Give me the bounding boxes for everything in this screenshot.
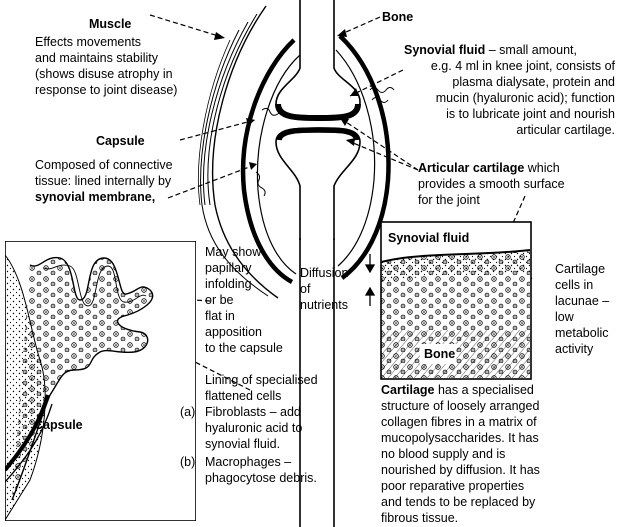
cartilage-desc-5: nourished by diffusion. It has	[381, 463, 540, 477]
fibroblasts-marker: (a)	[180, 405, 196, 419]
capsule-bottom-label: Capsule	[34, 418, 83, 432]
fibroblasts-3: synovial fluid.	[205, 437, 281, 451]
cartilage-title: Cartilage	[381, 383, 435, 397]
papillary-desc-6: apposition	[205, 325, 262, 339]
muscle-desc-4: response to joint disease)	[35, 83, 178, 97]
articular-cartilage-title: Articular cartilage	[418, 161, 525, 175]
diffusion-label-2: of	[300, 282, 311, 296]
cartilage-heading: Cartilage has a specialised	[381, 383, 534, 398]
articular-cartilage-desc-2: for the joint	[418, 193, 480, 207]
muscle-desc-3: (shows disuse atrophy in	[35, 67, 173, 81]
articular-cartilage-desc-1: provides a smooth surface	[418, 177, 565, 191]
cartilage-cells-4: low	[555, 310, 574, 324]
papillary-desc-1: May show	[205, 245, 262, 259]
cartilage-desc-3: mucopolysaccharides. It has	[381, 431, 539, 445]
macrophages-1: Macrophages –	[205, 455, 292, 469]
synovial-membrane-label: synovial membrane,	[35, 190, 156, 204]
synovial-fluid-desc-1: e.g. 4 ml in knee joint, consists of	[430, 59, 615, 73]
cartilage-desc-first: has a specialised	[434, 383, 534, 397]
inset-synovial-fluid-label: Synovial fluid	[388, 231, 470, 245]
macrophages-marker: (b)	[180, 455, 196, 469]
cartilage-cells-1: Cartilage	[555, 262, 606, 276]
cartilage-desc-8: fibrous tissue.	[381, 511, 459, 525]
diffusion-label-3: nutrients	[300, 298, 348, 312]
muscle-desc-1: Effects movements	[35, 35, 142, 49]
macrophages-2: phagocytose debris.	[205, 471, 317, 485]
papillary-desc-2: papillary	[205, 261, 252, 275]
inset-bone-label: Bone	[424, 347, 456, 361]
cartilage-desc-7: and tends to be replaced by	[381, 495, 536, 509]
lining-desc-1: Lining of specialised	[205, 373, 318, 387]
synovial-fluid-heading: Synovial fluid – small amount,	[404, 43, 577, 58]
capsule-label: Capsule	[96, 134, 145, 148]
capsule-desc-2: tissue: lined internally by	[35, 174, 172, 188]
cartilage-desc-1: structure of loosely arranged	[381, 399, 540, 413]
synovial-fluid-title: Synovial fluid	[404, 43, 486, 57]
cartilage-desc-2: collagen fibres in a matrix of	[381, 415, 537, 429]
synovial-fluid-desc-4: is to lubricate joint and nourish	[446, 107, 615, 121]
cartilage-cells-5: metabolic	[555, 326, 609, 340]
cartilage-desc-4: no blood supply and is	[381, 447, 506, 461]
muscle-desc-2: and maintains stability	[35, 51, 158, 65]
cartilage-cells-2: cells in	[555, 278, 594, 292]
cartilage-cells-3: lacunae –	[555, 294, 610, 308]
diffusion-arrows	[364, 254, 376, 306]
papillary-desc-4: or be	[205, 293, 234, 307]
papillary-desc-7: to the capsule	[205, 341, 283, 355]
papillary-desc-5: flat in	[205, 309, 235, 323]
fibroblasts-1: Fibroblasts – add	[205, 405, 301, 419]
diffusion-label-1: Diffusion	[300, 266, 349, 280]
muscle-label: Muscle	[89, 17, 132, 31]
lining-desc-2: flattened cells	[205, 389, 282, 403]
synovial-membrane-inset	[5, 241, 196, 521]
papillary-desc-3: infolding	[205, 277, 252, 291]
cartilage-desc-6: poor reparative properties	[381, 479, 525, 493]
cartilage-inset	[380, 221, 532, 380]
synovial-fluid-desc-3: mucin (hyaluronic acid); function	[435, 91, 615, 105]
synovial-fluid-desc-2: plasma dialysate, protein and	[452, 75, 615, 89]
fibroblasts-2: hyaluronic acid to	[205, 421, 303, 435]
bone-top-label: Bone	[382, 10, 414, 24]
synovial-fluid-desc-5: articular cartilage.	[516, 123, 615, 137]
synovial-fluid-desc-first: – small amount,	[485, 43, 577, 57]
joint-illustration	[198, 0, 395, 527]
articular-cartilage-desc-first: which	[524, 161, 560, 175]
capsule-desc-1: Composed of connective	[35, 158, 173, 172]
cartilage-cells-6: activity	[555, 342, 594, 356]
articular-cartilage-heading: Articular cartilage which	[418, 161, 560, 176]
